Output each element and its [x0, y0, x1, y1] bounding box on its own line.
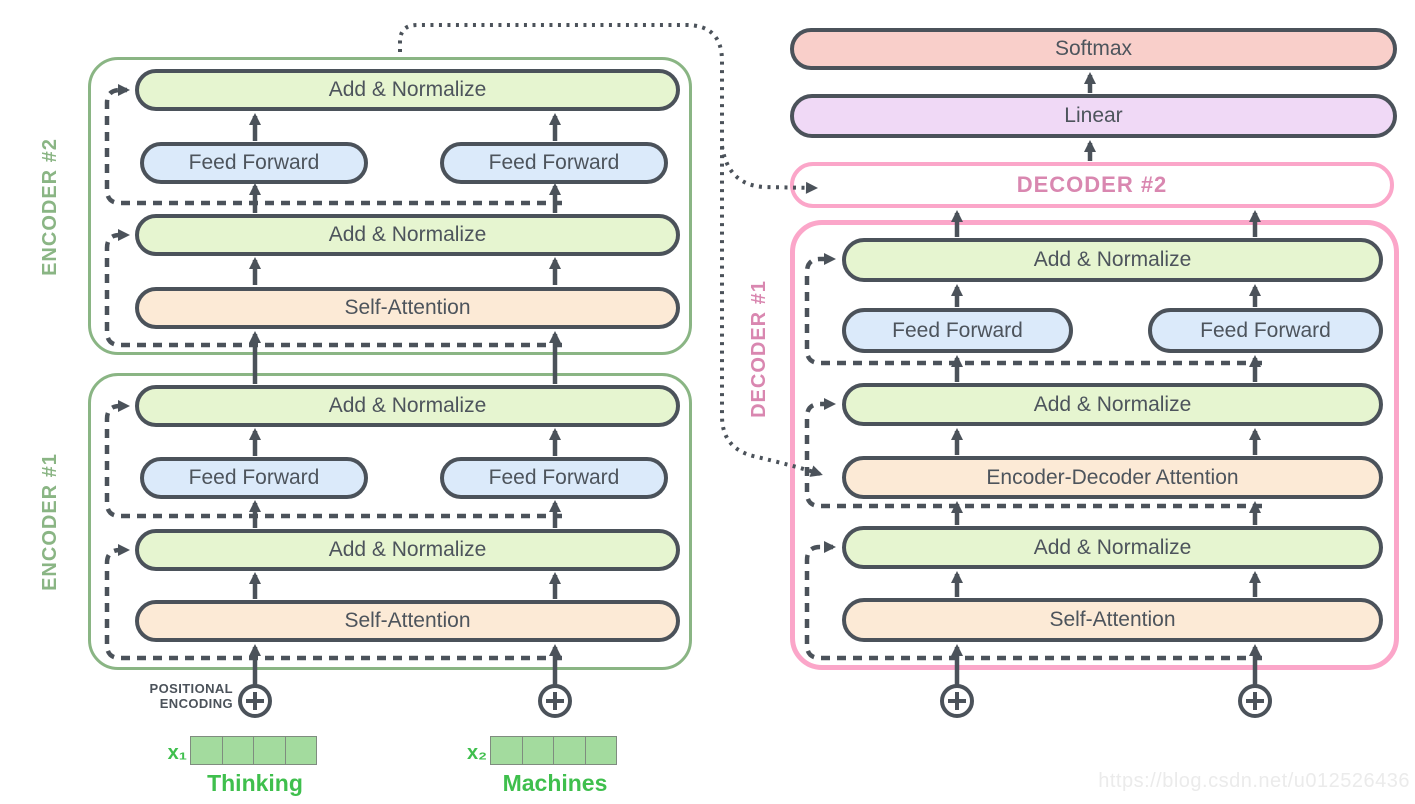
vector-cell [253, 736, 286, 765]
encoder1-feed-forward-left: Feed Forward [140, 457, 368, 499]
linear-block: Linear [790, 94, 1397, 138]
encoder2-add-normalize-top: Add & Normalize [135, 69, 680, 111]
decoder1-feed-forward-right: Feed Forward [1148, 308, 1383, 353]
encoder2-self-attention: Self-Attention [135, 287, 680, 329]
encoder1-feed-forward-right: Feed Forward [440, 457, 668, 499]
encoder1-add-normalize-top: Add & Normalize [135, 385, 680, 427]
vector-cell [584, 736, 617, 765]
decoder1-add-normalize-top: Add & Normalize [842, 238, 1383, 282]
plus-circle-icon [1238, 684, 1272, 718]
vector-cell [490, 736, 523, 765]
token1-symbol: x₁ [167, 742, 187, 764]
encoder2-feed-forward-right: Feed Forward [440, 142, 668, 184]
plus-circle-icon [238, 684, 272, 718]
vector-cell [221, 736, 254, 765]
softmax-block: Softmax [790, 28, 1397, 70]
positional-encoding-line2: ENCODING [159, 696, 233, 712]
decoder2-block: DECODER #2 [790, 162, 1394, 208]
encoder1-self-attention: Self-Attention [135, 600, 680, 642]
decoder1-add-normalize-mid: Add & Normalize [842, 383, 1383, 426]
decoder1-add-normalize-bottom: Add & Normalize [842, 526, 1383, 569]
watermark-url: https://blog.csdn.net/u012526436 [1098, 770, 1410, 792]
token2-embedding-vector [490, 736, 617, 765]
positional-encoding-plus-icons [238, 684, 1272, 718]
vector-cell [553, 736, 586, 765]
vector-cell [284, 736, 317, 765]
decoder1-self-attention: Self-Attention [842, 598, 1383, 642]
plus-circle-icon [538, 684, 572, 718]
token1-word: Thinking [207, 770, 303, 796]
encoder1-add-normalize-mid: Add & Normalize [135, 529, 680, 571]
vector-cell [521, 736, 554, 765]
decoder1-label: DECODER #1 [748, 280, 770, 418]
token2-symbol: x₂ [466, 742, 487, 764]
encoder2-label: ENCODER #2 [39, 138, 61, 276]
encoder1-label: ENCODER #1 [39, 453, 61, 591]
encoder2-feed-forward-left: Feed Forward [140, 142, 368, 184]
plus-circle-icon [940, 684, 974, 718]
encoder2-add-normalize-mid: Add & Normalize [135, 214, 680, 256]
decoder1-feed-forward-left: Feed Forward [842, 308, 1073, 353]
token1-embedding-vector [190, 736, 317, 765]
positional-encoding-line1: POSITIONAL [149, 681, 233, 696]
decoder1-encoder-decoder-attention: Encoder-Decoder Attention [842, 456, 1383, 499]
positional-encoding-label: POSITIONAL ENCODING [110, 681, 233, 712]
token2-word: Machines [502, 770, 608, 796]
vector-cell [190, 736, 223, 765]
